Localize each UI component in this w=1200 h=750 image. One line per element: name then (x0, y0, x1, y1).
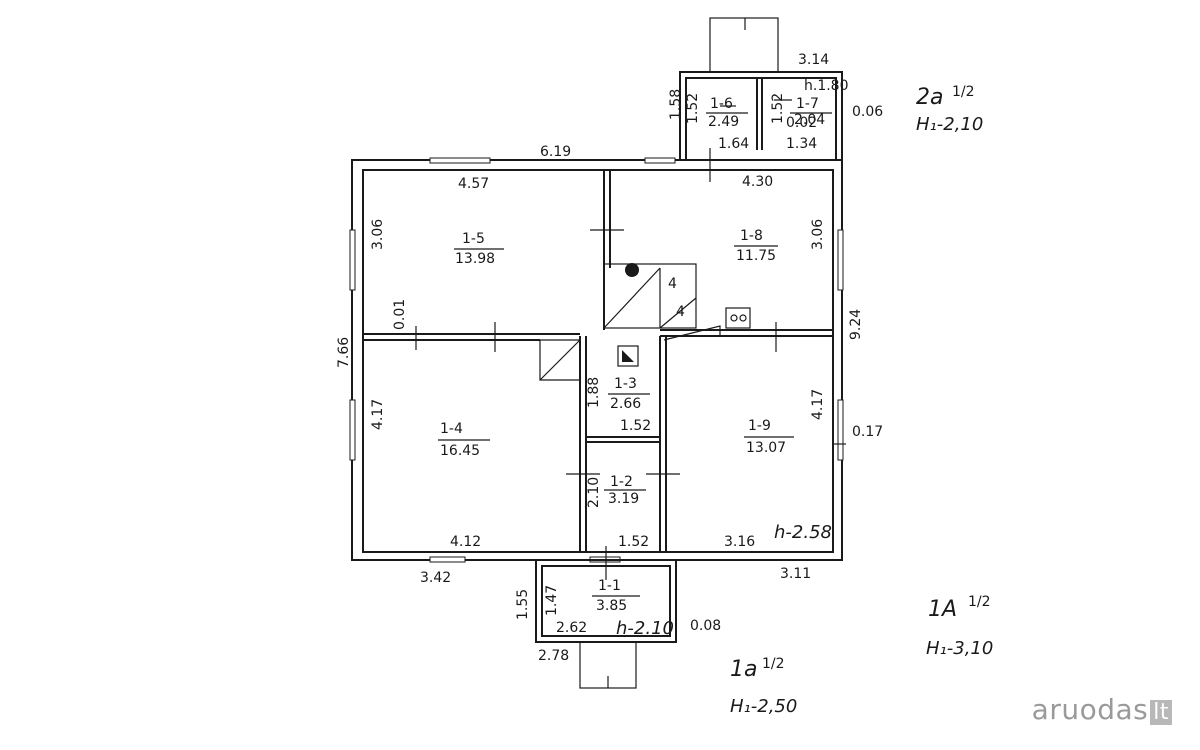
dimension-label: 2.78 (538, 648, 569, 664)
dimension-label: 2.10 (586, 477, 602, 508)
section-height: H₁-2,10 (916, 114, 983, 135)
dimension-label: 4.30 (742, 174, 773, 190)
dimension-label: 3.11 (780, 566, 811, 582)
dimension-label: 1.52 (618, 534, 649, 550)
door-ticks (415, 99, 846, 580)
room-area: 13.98 (455, 251, 495, 267)
cooktop-icon (725, 307, 751, 329)
room-id: 1-5 (462, 231, 485, 247)
dimension-label: 1.52 (620, 418, 651, 434)
room-area: 3.19 (608, 491, 639, 507)
dimension-label: 3.06 (810, 219, 826, 250)
room-area: 2.49 (708, 114, 739, 130)
section-code: 1A (928, 597, 957, 622)
dimension-label: 6.19 (540, 144, 571, 160)
chimney-icon (617, 345, 639, 367)
dimension-label: 0.02 (786, 115, 817, 131)
room-id: 1-7 (796, 96, 819, 112)
dimension-label: h-2.58 (774, 522, 832, 543)
section-code-fraction: 1/2 (968, 594, 991, 610)
room-id: 1-6 (710, 96, 733, 112)
dimension-label: 1.34 (786, 136, 817, 152)
stove-block: 4 4 (539, 263, 751, 381)
windows (349, 157, 844, 563)
watermark-suffix: lt (1150, 700, 1172, 725)
dimension-label: 0.01 (392, 299, 408, 330)
dimension-label: 1.64 (718, 136, 749, 152)
room-id: 1-2 (610, 474, 633, 490)
room-id: 1-3 (614, 376, 637, 392)
room-area: 13.07 (746, 440, 786, 456)
dimension-label: 4.12 (450, 534, 481, 550)
section-code: 1a (730, 657, 757, 682)
section-height: H₁-2,50 (730, 696, 797, 717)
watermark-text: aruodas (1031, 693, 1149, 726)
room-area: 2.04 (794, 112, 825, 128)
interior-walls (363, 170, 833, 552)
room-id: 1-8 (740, 228, 763, 244)
rear-annex (679, 17, 843, 161)
room-area: 2.66 (610, 396, 641, 412)
dimension-label: 0.17 (852, 424, 883, 440)
section-code: 2a (916, 85, 943, 110)
dimension-labels: 3.14 h.1.80 0.06 0.02 1.34 1.64 6.19 4.5… (336, 52, 883, 664)
dimension-label: 4.17 (370, 399, 386, 430)
room-id: 1-1 (598, 578, 621, 594)
dimension-label: 2.62 (556, 620, 587, 636)
section-height: H₁-3,10 (926, 638, 993, 659)
dimension-label: 3.16 (724, 534, 755, 550)
dimension-label: 7.66 (336, 337, 352, 368)
dimension-label: 1.52 (770, 93, 786, 124)
dimension-label: 1.52 (685, 93, 701, 124)
dimension-label: 1.47 (544, 585, 560, 616)
dimension-label: 4.17 (810, 389, 826, 420)
room-area: 16.45 (440, 443, 480, 459)
dimension-label: 0.08 (690, 618, 721, 634)
room-area: 3.85 (596, 598, 627, 614)
stove-icon (625, 263, 639, 277)
dimension-label: 3.42 (420, 570, 451, 586)
dimension-label: h-2.10 (616, 618, 674, 639)
dimension-label: 9.24 (848, 309, 864, 340)
dimension-label: 3.06 (370, 219, 386, 250)
section-code-fraction: 1/2 (762, 656, 785, 672)
stair-mark-a: 4 (668, 276, 677, 292)
room-labels: 1-5 13.98 1-8 11.75 1-4 16.45 1-9 13.07 … (438, 96, 832, 614)
section-codes: 2a 1/2 H₁-2,10 1A 1/2 H₁-3,10 1a 1/2 H₁-… (730, 84, 993, 717)
section-code-fraction: 1/2 (952, 84, 975, 100)
room-id: 1-4 (440, 421, 463, 437)
dimension-label: 1.88 (586, 377, 602, 408)
dimension-label: 3.14 (798, 52, 829, 68)
room-id: 1-9 (748, 418, 771, 434)
dimension-label: 1.58 (668, 89, 684, 120)
dimension-label: 0.06 (852, 104, 883, 120)
dimension-label: 4.57 (458, 176, 489, 192)
dimension-label: h.1.80 (804, 78, 849, 94)
stair-mark-b: 4 (676, 304, 685, 320)
room-area: 11.75 (736, 248, 776, 264)
dimension-label: 1.55 (515, 589, 531, 620)
